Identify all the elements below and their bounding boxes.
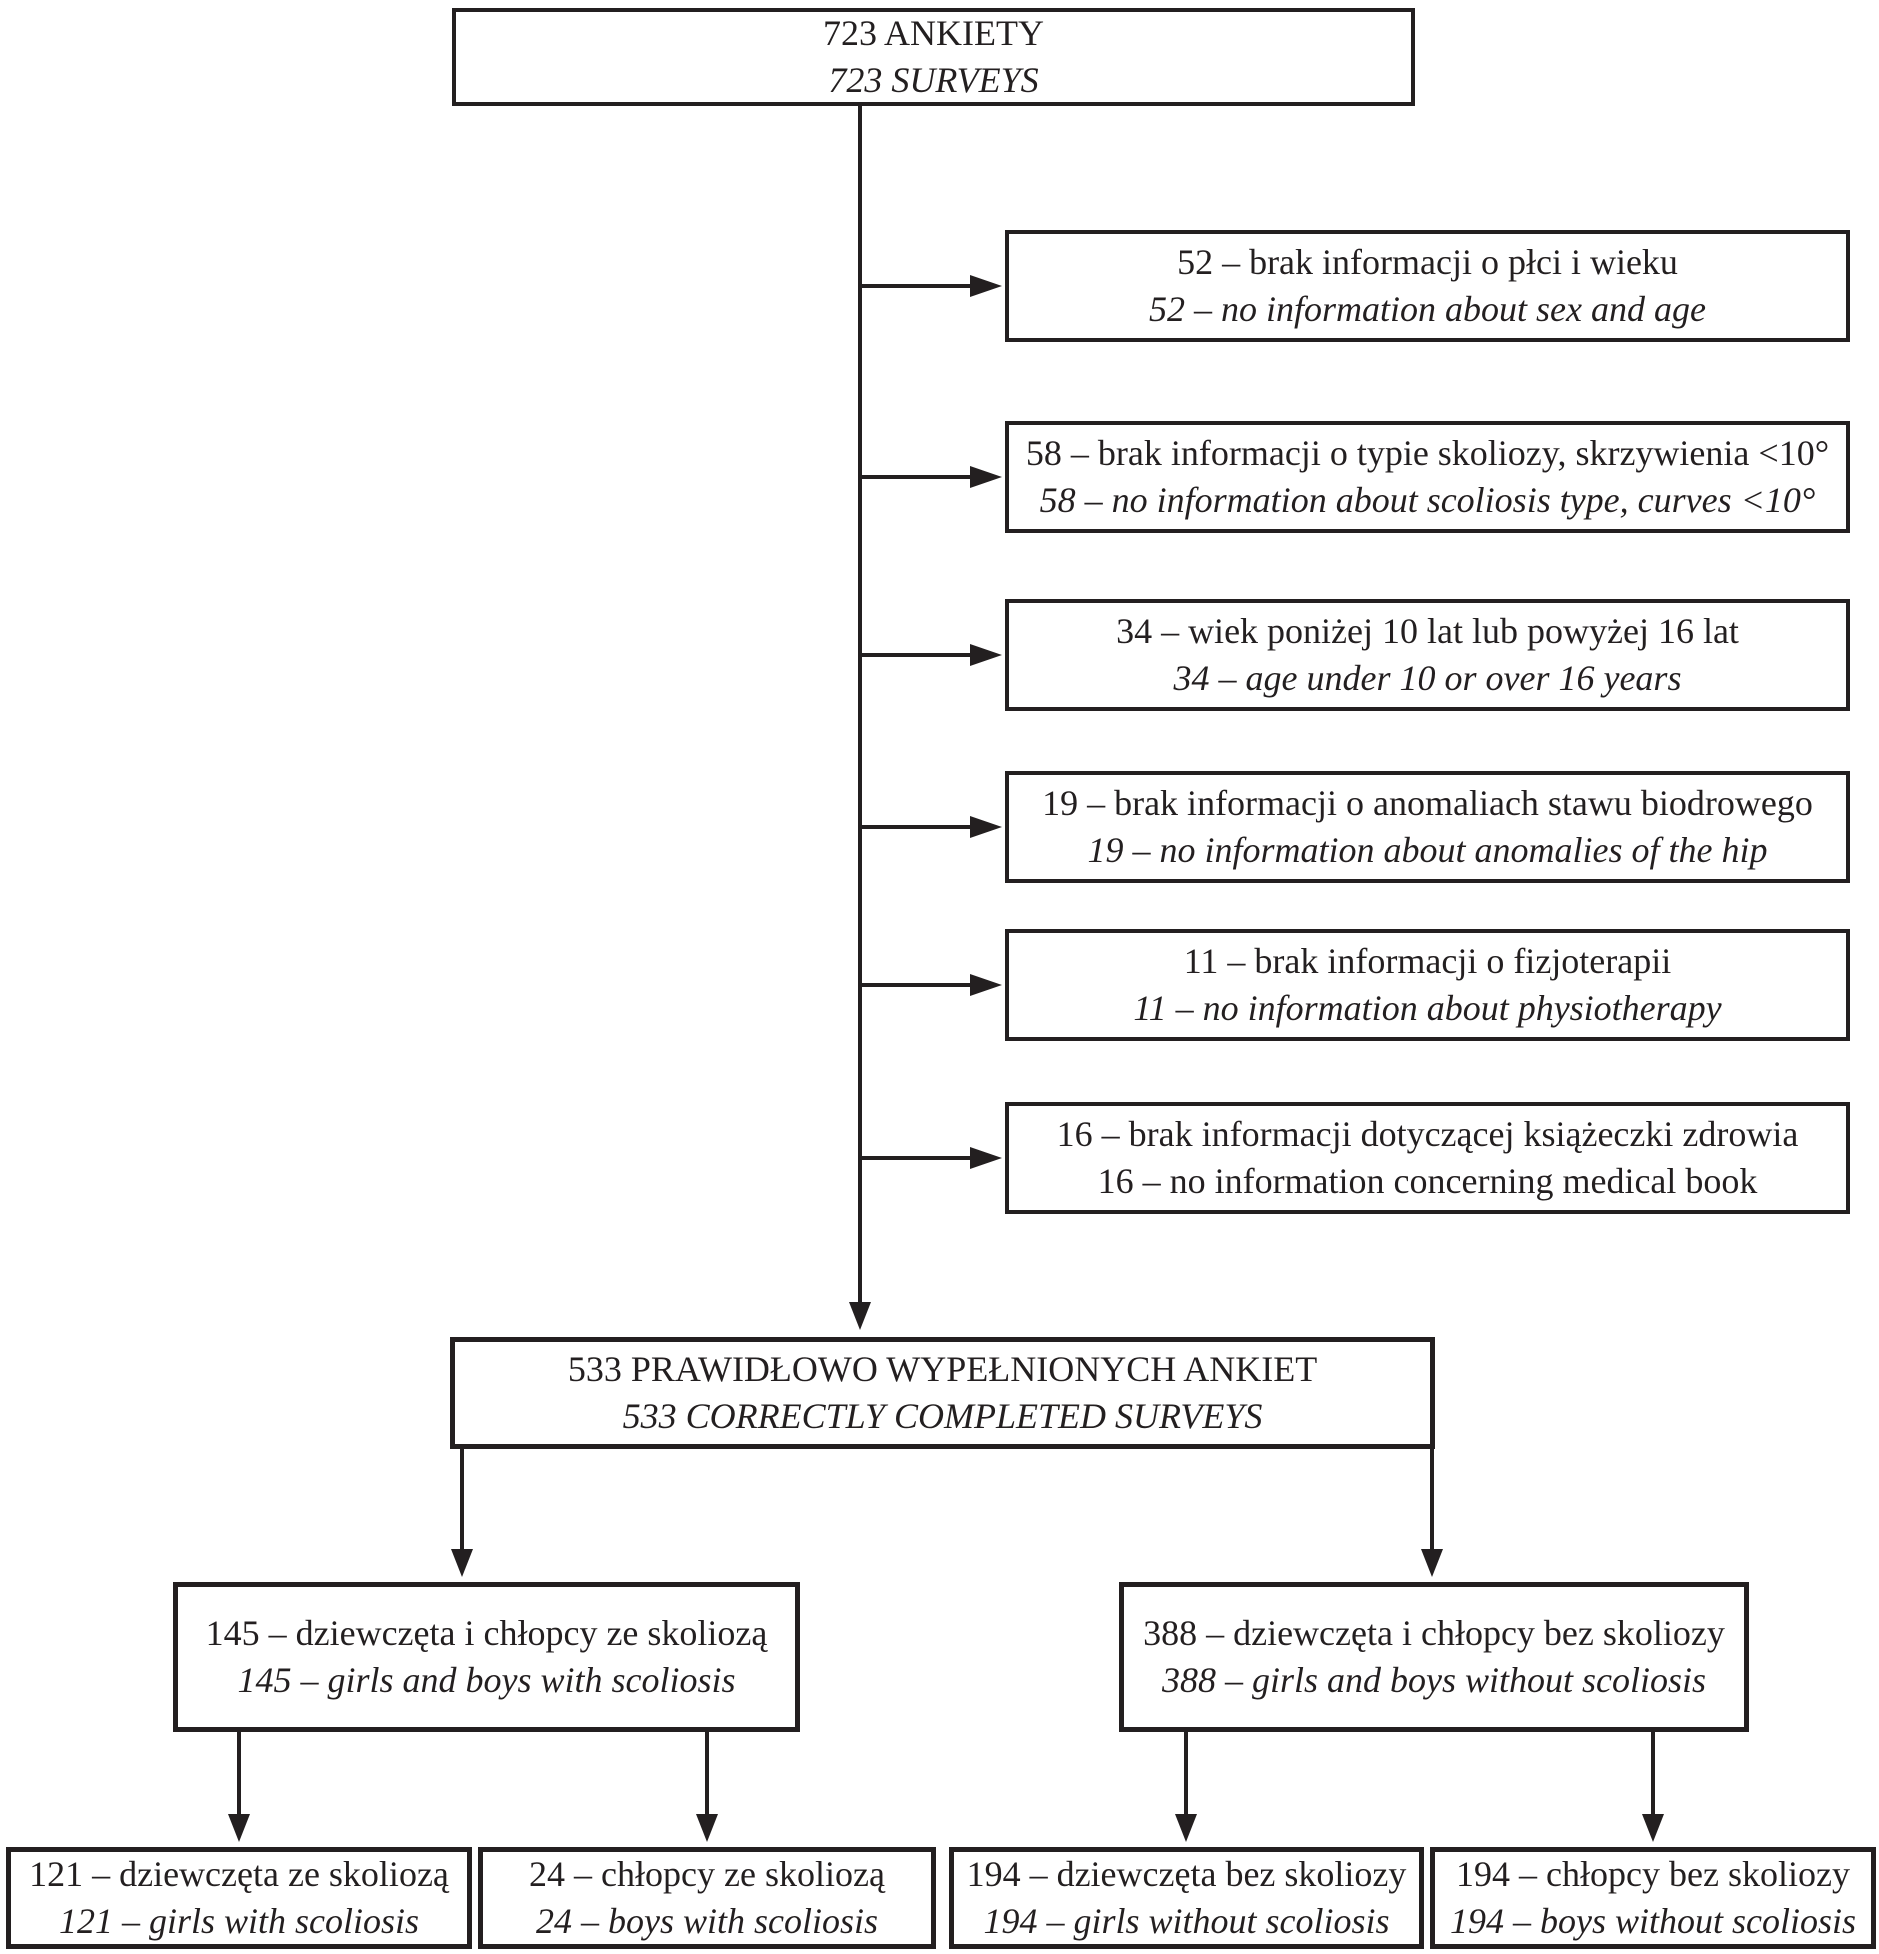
exclusion-label-en: 16 – no information concerning medical b… [1097,1161,1758,1201]
total-surveys-label-en: 723 SURVEYS [828,60,1039,100]
exclusion-label-en: 52 – no information about sex and age [1149,289,1706,329]
box-exclusion-scoliosis-type: 58 – brak informacji o typie skoliozy, s… [1005,421,1850,533]
leaf-label-en: 194 – boys without scoliosis [1449,1901,1857,1941]
box-with-scoliosis: 145 – dziewczęta i chłopcy ze skoliozą 1… [173,1582,800,1732]
box-exclusion-medical-book: 16 – brak informacji dotyczącej książecz… [1005,1102,1850,1214]
exclusion-label-en: 34 – age under 10 or over 16 years [1173,658,1682,698]
box-girls-without-scoliosis: 194 – dziewczęta bez skoliozy 194 – girl… [949,1847,1424,1949]
connector-exclusion-4 [862,825,970,829]
box-total-surveys: 723 ANKIETY 723 SURVEYS [452,8,1415,106]
leaf-label-en: 24 – boys with scoliosis [535,1901,879,1941]
arrowhead-to-boys-no-scoliosis [1642,1814,1664,1842]
arrowhead-exclusion-3 [970,644,1002,666]
leaf-label-pl: 194 – chłopcy bez skoliozy [1456,1854,1850,1895]
arrowhead-exclusion-2 [970,466,1002,488]
arrowhead-to-completed [849,1302,871,1330]
box-girls-with-scoliosis: 121 – dziewczęta ze skoliozą 121 – girls… [6,1847,472,1949]
connector-to-scoliosis [460,1449,464,1549]
arrowhead-to-boys-scoliosis [696,1814,718,1842]
leaf-label-en: 121 – girls with scoliosis [58,1901,420,1941]
connector-exclusion-3 [862,653,970,657]
box-exclusion-physiotherapy: 11 – brak informacji o fizjoterapii 11 –… [1005,929,1850,1041]
box-exclusion-hip-anomalies: 19 – brak informacji o anomaliach stawu … [1005,771,1850,883]
completed-label-pl: 533 PRAWIDŁOWO WYPEŁNIONYCH ANKIET [567,1349,1318,1390]
exclusion-label-pl: 11 – brak informacji o fizjoterapii [1183,941,1672,982]
without-scoliosis-label-pl: 388 – dziewczęta i chłopcy bez skoliozy [1143,1613,1725,1654]
leaf-label-pl: 24 – chłopcy ze skoliozą [529,1854,885,1895]
exclusion-label-pl: 19 – brak informacji o anomaliach stawu … [1042,783,1813,824]
with-scoliosis-label-en: 145 – girls and boys with scoliosis [237,1660,736,1700]
box-completed-surveys: 533 PRAWIDŁOWO WYPEŁNIONYCH ANKIET 533 C… [450,1337,1435,1449]
leaf-label-en: 194 – girls without scoliosis [983,1901,1390,1941]
connector-main-vertical [858,106,862,1302]
connector-to-girls-scoliosis [237,1732,241,1814]
connector-exclusion-1 [862,284,970,288]
arrowhead-exclusion-5 [970,974,1002,996]
box-exclusion-age-range: 34 – wiek poniżej 10 lat lub powyżej 16 … [1005,599,1850,711]
connector-exclusion-2 [862,475,970,479]
without-scoliosis-label-en: 388 – girls and boys without scoliosis [1161,1660,1707,1700]
exclusion-label-pl: 52 – brak informacji o płci i wieku [1177,242,1678,283]
box-boys-without-scoliosis: 194 – chłopcy bez skoliozy 194 – boys wi… [1430,1847,1876,1949]
completed-label-en: 533 CORRECTLY COMPLETED SURVEYS [622,1396,1263,1436]
arrowhead-to-girls-scoliosis [228,1814,250,1842]
box-without-scoliosis: 388 – dziewczęta i chłopcy bez skoliozy … [1119,1582,1749,1732]
arrowhead-exclusion-6 [970,1147,1002,1169]
with-scoliosis-label-pl: 145 – dziewczęta i chłopcy ze skoliozą [205,1613,768,1654]
box-boys-with-scoliosis: 24 – chłopcy ze skoliozą 24 – boys with … [478,1847,936,1949]
exclusion-label-en: 11 – no information about physiotherapy [1133,988,1722,1028]
connector-exclusion-6 [862,1156,970,1160]
arrowhead-to-girls-no-scoliosis [1175,1814,1197,1842]
connector-to-girls-no-scoliosis [1184,1732,1188,1814]
arrowhead-to-no-scoliosis [1421,1549,1443,1577]
exclusion-label-pl: 58 – brak informacji o typie skoliozy, s… [1025,433,1830,474]
box-exclusion-sex-age: 52 – brak informacji o płci i wieku 52 –… [1005,230,1850,342]
connector-to-boys-scoliosis [705,1732,709,1814]
leaf-label-pl: 194 – dziewczęta bez skoliozy [966,1854,1407,1895]
arrowhead-exclusion-1 [970,275,1002,297]
total-surveys-label-pl: 723 ANKIETY [823,13,1044,54]
exclusion-label-en: 19 – no information about anomalies of t… [1087,830,1768,870]
arrowhead-to-scoliosis [451,1549,473,1577]
connector-to-no-scoliosis [1430,1449,1434,1549]
exclusion-label-pl: 34 – wiek poniżej 10 lat lub powyżej 16 … [1116,611,1739,652]
exclusion-label-pl: 16 – brak informacji dotyczącej książecz… [1056,1114,1799,1155]
exclusion-label-en: 58 – no information about scoliosis type… [1039,480,1816,520]
arrowhead-exclusion-4 [970,816,1002,838]
connector-to-boys-no-scoliosis [1651,1732,1655,1814]
leaf-label-pl: 121 – dziewczęta ze skoliozą [29,1854,449,1895]
connector-exclusion-5 [862,983,970,987]
